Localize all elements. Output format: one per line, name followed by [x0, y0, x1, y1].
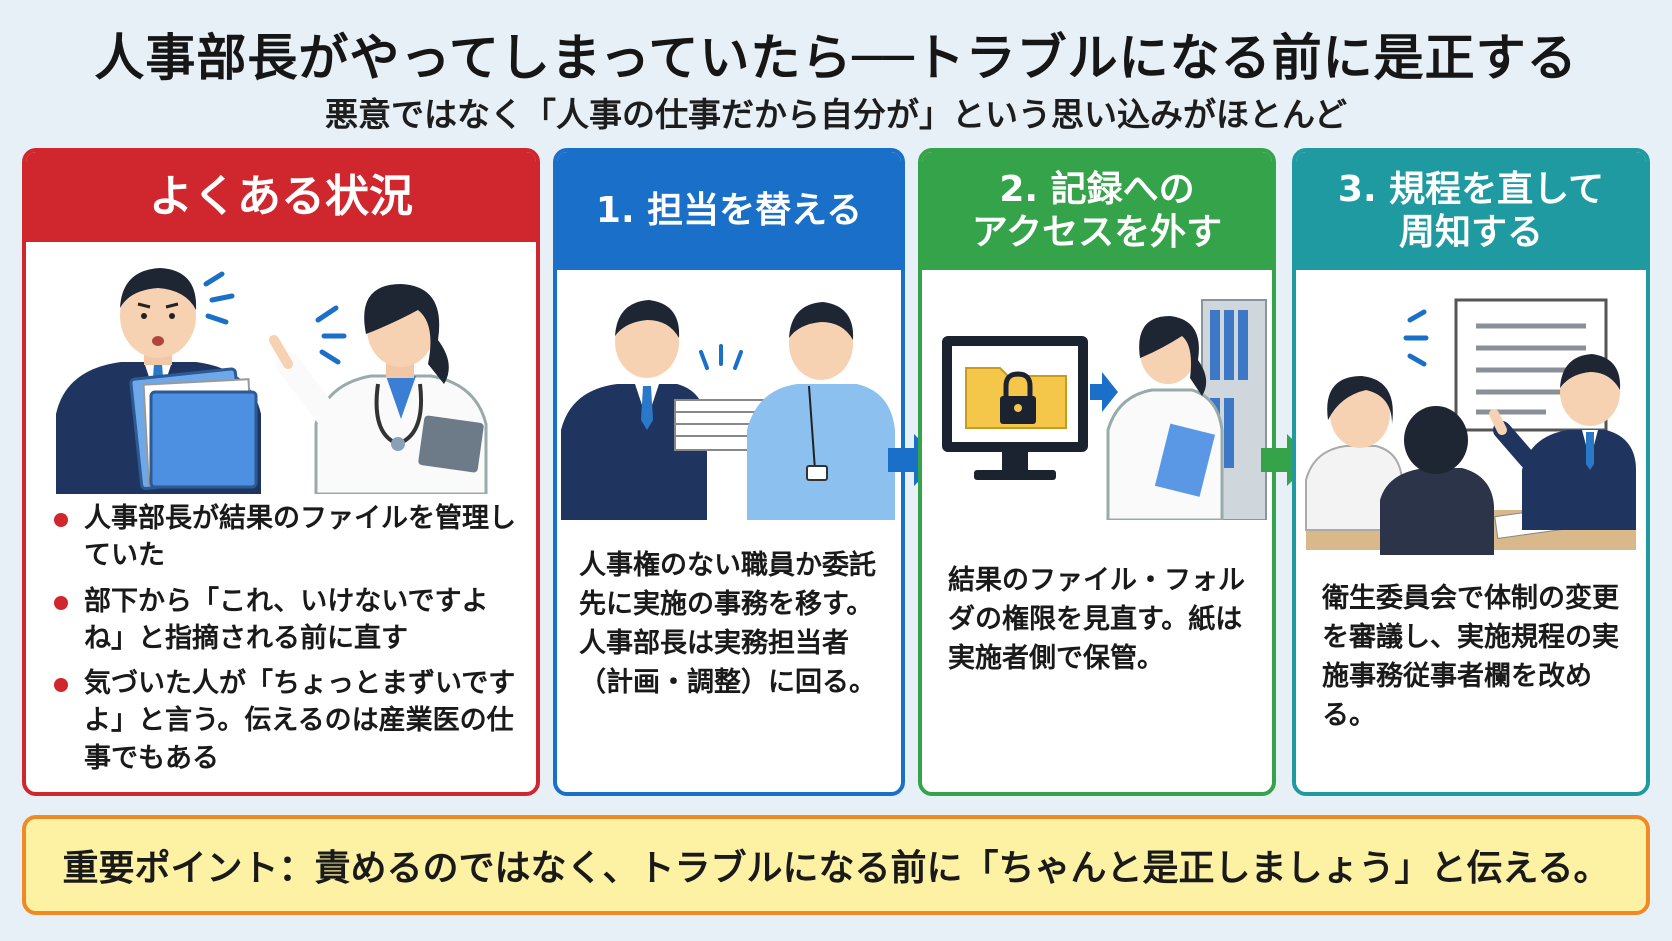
speaker-figure-icon	[1489, 354, 1636, 530]
bullet-dot-icon	[54, 513, 68, 527]
bullet-dot-icon	[54, 595, 68, 610]
step-3-panel: 3. 規程を直して 周知する 衛生委員会で体制の変更を審議し、実	[1292, 148, 1650, 796]
access-illustration	[942, 299, 1267, 520]
practitioner-figure-icon	[1106, 316, 1224, 520]
documents-stack-icon	[674, 399, 766, 451]
step-2-panel: 2. 記録への アクセスを外す	[918, 148, 1276, 796]
emphasis-lines-icon	[1403, 309, 1429, 367]
meeting-illustration	[1305, 298, 1636, 555]
doctor-figure-icon	[269, 284, 488, 494]
emphasis-lines-icon	[699, 344, 743, 370]
lock-icon	[1000, 371, 1036, 424]
list-item: 部下から「これ、いけないですよね」と指摘される前に直す	[50, 583, 520, 658]
committee-member-icon	[1305, 376, 1403, 531]
key-point-banner: 重要ポイント：責めるのではなく、トラブルになる前に「ちゃんと是正しましょう」と伝…	[22, 815, 1650, 915]
step-1-text: 人事権のない職員か委託先に実施の事務を移す。人事部長は実務担当者（計画・調整）に…	[579, 550, 876, 698]
file-folders-icon	[129, 367, 258, 491]
step-1-panel: 1. 担当を替える 人事権のない職員か委託先に実施の事務を移す。人事部長は実務担…	[553, 148, 905, 796]
step-3-heading-line1: 3. 規程を直して	[1337, 168, 1605, 210]
key-point-text: 重要ポイント：責めるのではなく、トラブルになる前に「ちゃんと是正しましょう」と伝…	[62, 848, 1610, 889]
step-3-heading-line2: 周知する	[1398, 212, 1543, 253]
situation-bullet-list: 人事部長が結果のファイルを管理していた 部下から「これ、いけないですよね」と指摘…	[50, 500, 520, 785]
list-item: 人事部長が結果のファイルを管理していた	[50, 500, 520, 575]
step-2-heading-line2: アクセスを外す	[971, 212, 1223, 253]
bullet-dot-icon	[54, 678, 68, 692]
manager-figure-icon	[561, 300, 707, 520]
arrow-right-icon	[1090, 372, 1118, 412]
step-2-text: 結果のファイル・フォルダの権限を見直す。紙は実施者側で保管。	[948, 565, 1245, 674]
handover-illustration	[561, 300, 895, 520]
step-3-heading: 3. 規程を直して 周知する	[1296, 152, 1646, 270]
step-1-heading: 1. 担当を替える	[557, 152, 901, 270]
speech-lines-icon	[315, 305, 347, 365]
page-subtitle: 悪意ではなく「人事の仕事だから自分が」という思い込みがほとんど	[324, 95, 1347, 134]
situation-heading: よくある状況	[26, 152, 536, 242]
situation-illustration	[56, 268, 488, 494]
page-title: 人事部長がやってしまっていたら──トラブルになる前に是正する	[94, 29, 1578, 87]
step-2-heading: 2. 記録への アクセスを外す	[922, 152, 1272, 270]
list-item: 気づいた人が「ちょっとまずいですよ」と言う。伝えるのは産業医の仕事でもある	[50, 665, 520, 777]
committee-member-icon	[1380, 406, 1494, 555]
staff-figure-icon	[747, 302, 895, 520]
step-2-heading-line1: 2. 記録への	[999, 168, 1195, 210]
alert-lines-icon	[203, 271, 235, 325]
situation-heading-label: よくある状況	[149, 170, 413, 222]
situation-panel: よくある状況	[22, 148, 540, 796]
step-1-heading-line1: 1. 担当を替える	[595, 190, 863, 232]
step-3-text: 衛生委員会で体制の変更を審議し、実施規程の実施事務従事者欄を改める。	[1322, 583, 1619, 731]
